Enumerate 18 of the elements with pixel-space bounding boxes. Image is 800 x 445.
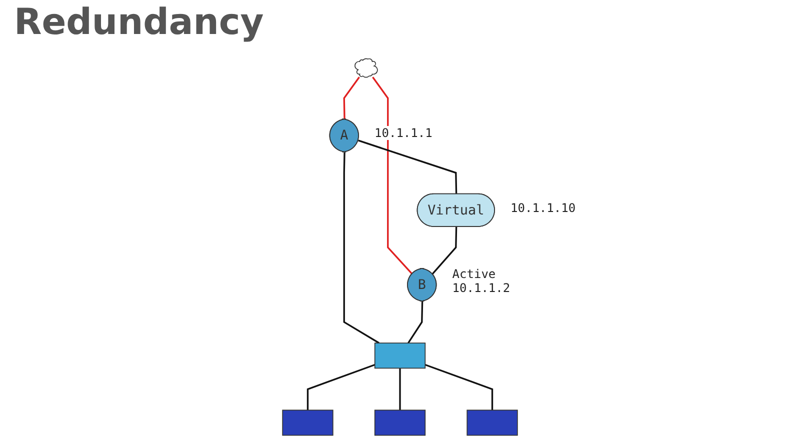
connector <box>424 364 494 410</box>
node-box <box>466 410 518 436</box>
ip-address-label: 10.1.1.10 <box>508 201 578 216</box>
node-box <box>282 410 334 436</box>
node-box <box>374 342 426 369</box>
connector <box>343 76 360 120</box>
connector <box>399 368 401 410</box>
connector <box>372 76 413 275</box>
connector <box>306 364 376 410</box>
connector <box>358 140 458 194</box>
node-box <box>374 410 426 436</box>
slide-title: Redundancy <box>14 2 264 43</box>
connector <box>408 302 424 344</box>
node-cloud <box>354 58 378 78</box>
connector <box>432 226 458 275</box>
connector <box>343 152 380 344</box>
ip-address-label: 10.1.1.1 <box>372 126 434 140</box>
ip-address-label: Active <box>450 266 498 281</box>
